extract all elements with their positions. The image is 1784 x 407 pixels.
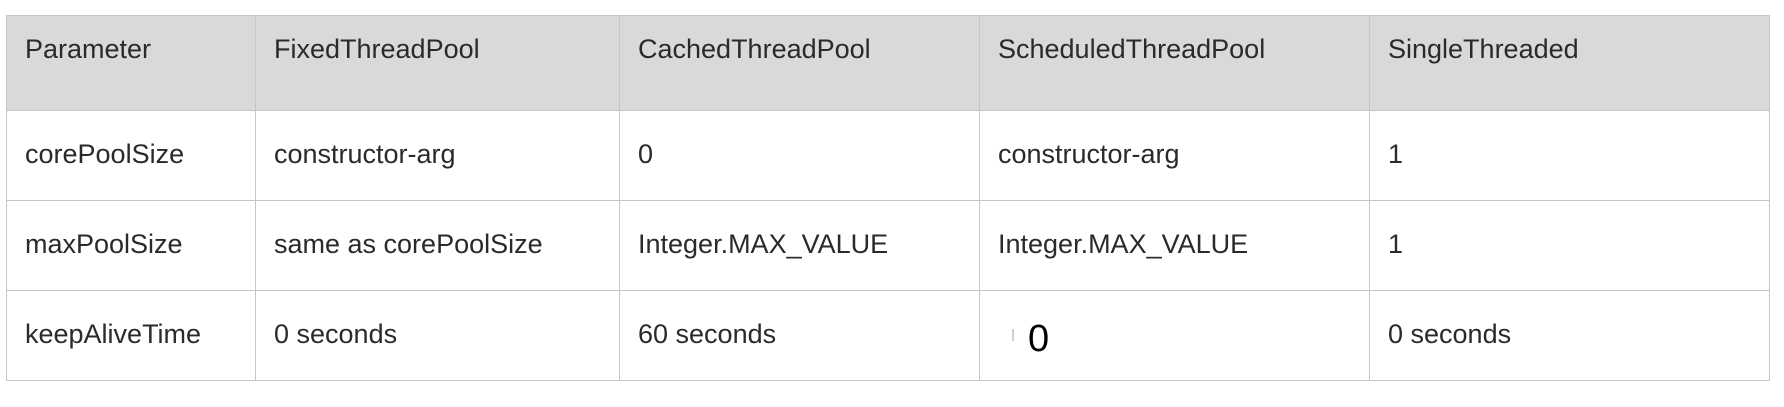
- header-cell-cached-thread-pool: CachedThreadPool: [619, 15, 980, 111]
- header-cell-scheduled-thread-pool: ScheduledThreadPool: [979, 15, 1370, 111]
- table-cell: same as corePoolSize: [255, 200, 620, 291]
- table-cell-value: 0: [1028, 318, 1050, 360]
- table-row: keepAliveTime 0 seconds 60 seconds 0 0 s…: [6, 290, 1770, 381]
- table-cell: constructor-arg: [979, 110, 1370, 201]
- table-cell: Integer.MAX_VALUE: [979, 200, 1370, 291]
- header-cell-parameter: Parameter: [6, 15, 256, 111]
- table-cell: 0: [619, 110, 980, 201]
- row-label-core-pool-size: corePoolSize: [6, 110, 256, 201]
- table-cell: 60 seconds: [619, 290, 980, 381]
- thread-pool-parameters-table: Parameter FixedThreadPool CachedThreadPo…: [6, 15, 1770, 381]
- table-header-row: Parameter FixedThreadPool CachedThreadPo…: [6, 15, 1770, 111]
- table-cell: 1: [1369, 110, 1770, 201]
- table-cell: Integer.MAX_VALUE: [619, 200, 980, 291]
- table-cell-overlay-zero: 0: [979, 290, 1370, 381]
- table-cell: 0 seconds: [255, 290, 620, 381]
- cursor-tick-mark: [1012, 328, 1014, 341]
- header-cell-single-threaded: SingleThreaded: [1369, 15, 1770, 111]
- table-cell: 0 seconds: [1369, 290, 1770, 381]
- row-label-keep-alive-time: keepAliveTime: [6, 290, 256, 381]
- table-row: maxPoolSize same as corePoolSize Integer…: [6, 200, 1770, 291]
- table-row: corePoolSize constructor-arg 0 construct…: [6, 110, 1770, 201]
- table-cell: 1: [1369, 200, 1770, 291]
- header-cell-fixed-thread-pool: FixedThreadPool: [255, 15, 620, 111]
- table-cell: constructor-arg: [255, 110, 620, 201]
- row-label-max-pool-size: maxPoolSize: [6, 200, 256, 291]
